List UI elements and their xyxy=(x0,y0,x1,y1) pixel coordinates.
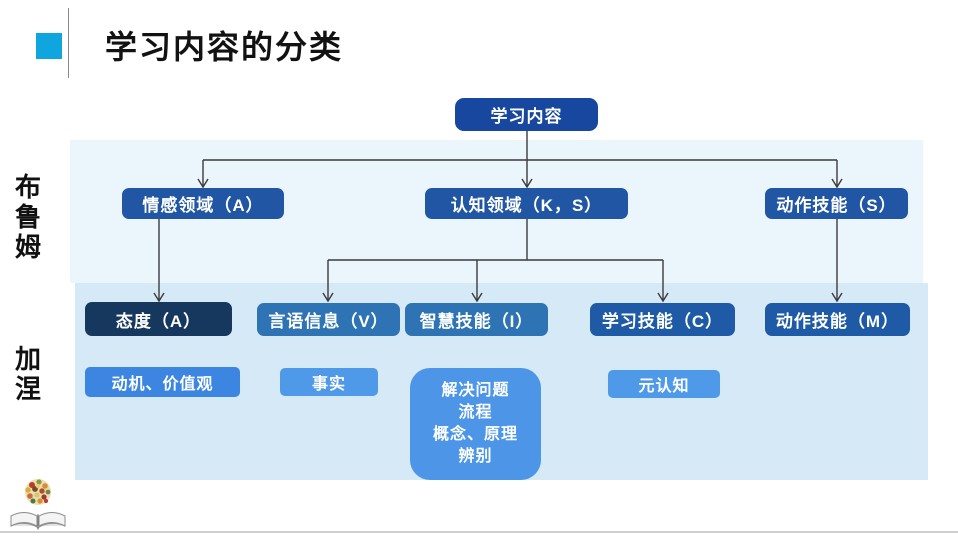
node-cognitive-domain: 认知领域（K，S） xyxy=(425,188,628,219)
side-label-gagne: 加涅 xyxy=(14,344,41,404)
node-fact: 事实 xyxy=(280,368,378,396)
node-problem-solving: 解决问题 流程 概念、原理 辨别 xyxy=(410,368,541,480)
title-divider xyxy=(68,8,69,78)
node-affective-domain: 情感领域（A） xyxy=(122,188,284,219)
node-motivation-values: 动机、价值观 xyxy=(85,367,240,397)
node-learning-skill: 学习技能（C） xyxy=(590,303,735,336)
node-verbal-information: 言语信息（V） xyxy=(257,303,400,336)
footer-divider xyxy=(0,531,958,533)
node-learning-content: 学习内容 xyxy=(455,98,598,131)
node-motor-skill-m: 动作技能（M） xyxy=(765,303,910,336)
node-metacognition: 元认知 xyxy=(608,370,720,398)
title-bullet-icon xyxy=(36,33,62,59)
open-book-logo-icon xyxy=(10,479,66,531)
page-title: 学习内容的分类 xyxy=(105,29,344,65)
node-motor-skill-s: 动作技能（S） xyxy=(765,188,908,219)
node-intellectual-skill: 智慧技能（I） xyxy=(405,303,548,336)
side-label-bloom: 布鲁姆 xyxy=(14,172,41,262)
node-attitude: 态度（A） xyxy=(85,302,232,336)
